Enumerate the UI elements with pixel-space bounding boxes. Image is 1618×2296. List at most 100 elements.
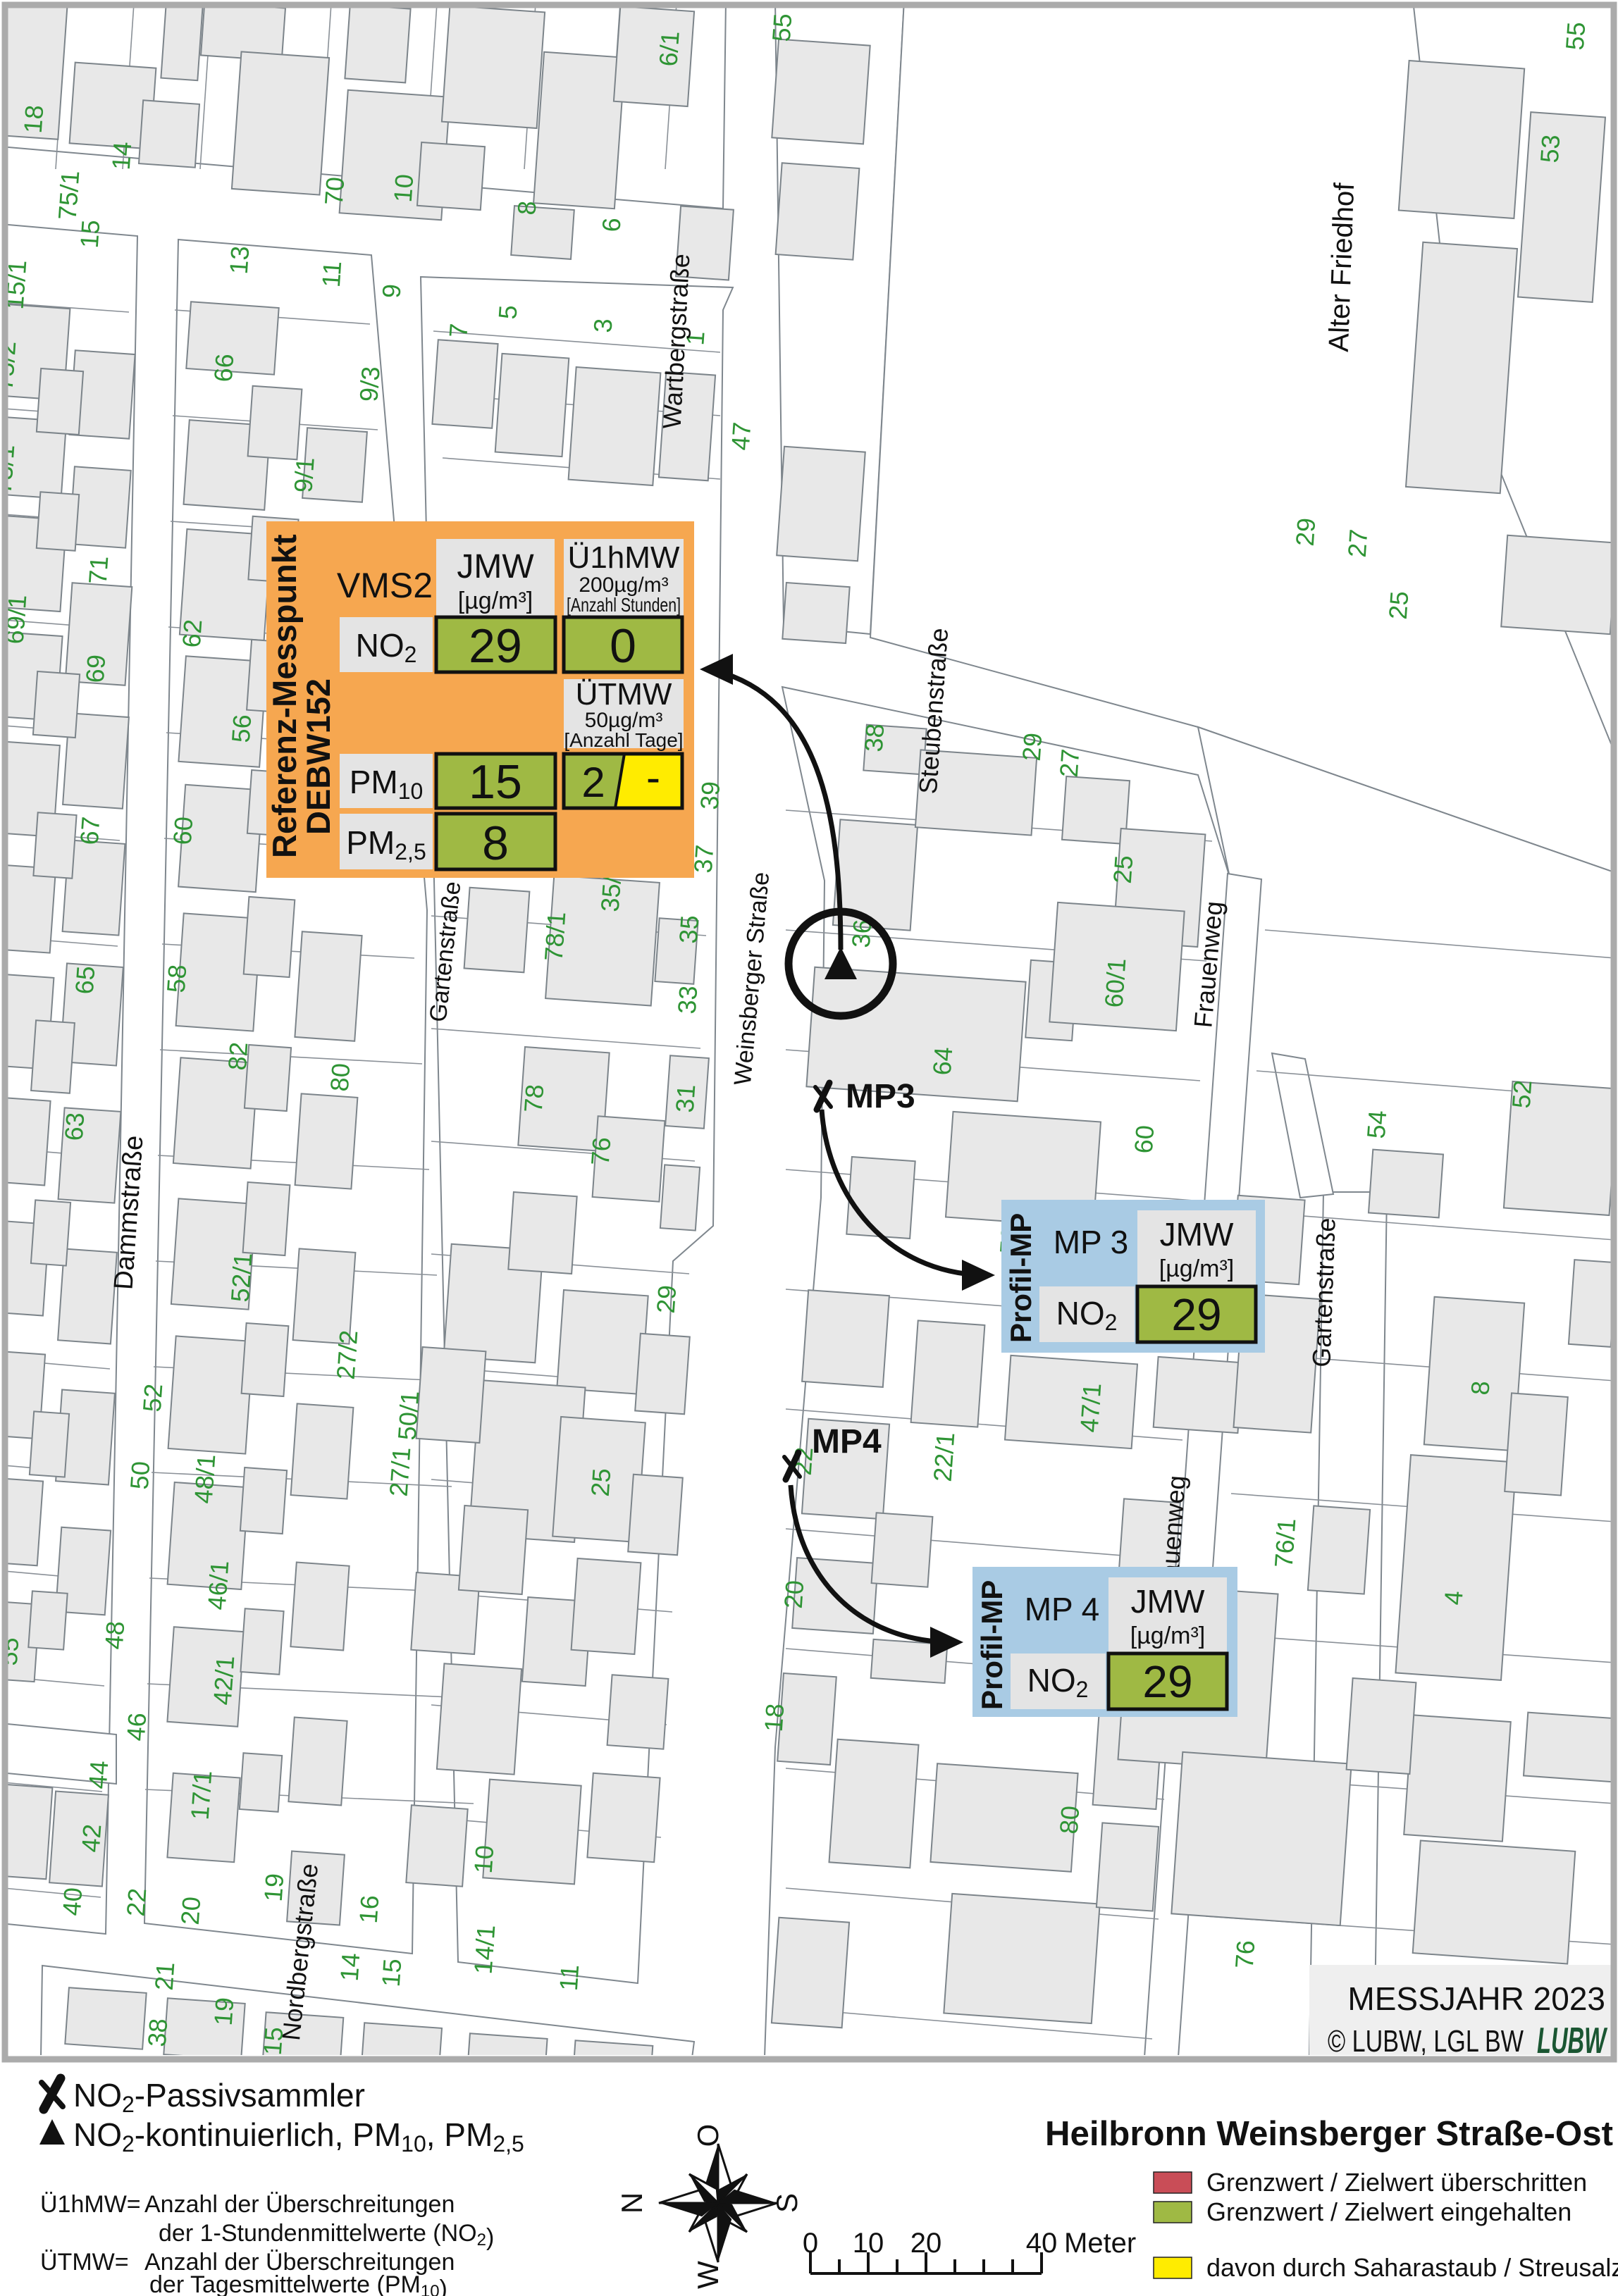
svg-text:60: 60: [168, 816, 199, 846]
svg-text:6/1: 6/1: [653, 30, 684, 68]
svg-text:69: 69: [80, 654, 111, 684]
svg-text:52/1: 52/1: [226, 1252, 258, 1303]
svg-text:29: 29: [1171, 1289, 1221, 1340]
svg-text:42/1: 42/1: [208, 1655, 240, 1706]
svg-text:Heilbronn Weinsberger Straße-O: Heilbronn Weinsberger Straße-Ost: [1045, 2115, 1613, 2153]
svg-text:© LUBW, LGL BW: © LUBW, LGL BW: [1328, 2024, 1524, 2059]
svg-text:70: 70: [319, 176, 350, 206]
svg-text:21: 21: [149, 1961, 180, 1992]
svg-text:25: 25: [1383, 590, 1414, 621]
svg-text:15: 15: [469, 755, 522, 809]
svg-text:N: N: [615, 2192, 648, 2214]
svg-text:75/1: 75/1: [53, 170, 85, 221]
svg-text:19: 19: [259, 1873, 290, 1903]
svg-text:29: 29: [651, 1284, 682, 1315]
svg-text:JMW: JMW: [1160, 1216, 1234, 1253]
svg-text:MP4: MP4: [812, 1423, 882, 1460]
svg-text:MESSJAHR 2023: MESSJAHR 2023: [1347, 1980, 1605, 2017]
svg-text:10: 10: [388, 173, 419, 204]
svg-text:48: 48: [99, 1620, 130, 1651]
svg-text:29: 29: [1142, 1656, 1192, 1707]
svg-text:62: 62: [177, 619, 208, 649]
svg-text:18: 18: [18, 104, 49, 135]
svg-text:10: 10: [469, 1844, 500, 1875]
svg-text:27/2: 27/2: [331, 1329, 364, 1381]
svg-text:9: 9: [376, 283, 406, 299]
svg-text:38: 38: [142, 2018, 173, 2048]
svg-text:52: 52: [1507, 1079, 1538, 1110]
svg-text:33: 33: [672, 985, 703, 1015]
svg-text:39: 39: [695, 781, 726, 811]
svg-text:78: 78: [519, 1084, 550, 1114]
svg-text:55: 55: [767, 13, 798, 43]
svg-text:Gartenstraße: Gartenstraße: [1307, 1217, 1340, 1367]
svg-text:Anzahl der Überschreitungen: Anzahl der Überschreitungen: [144, 2191, 455, 2218]
svg-text:LUBW: LUBW: [1537, 2021, 1607, 2061]
svg-text:76: 76: [586, 1136, 617, 1167]
svg-text:78/1: 78/1: [539, 911, 572, 962]
svg-text:73/1: 73/1: [0, 444, 20, 495]
svg-text:50/1: 50/1: [393, 1390, 425, 1441]
svg-text:8: 8: [482, 817, 509, 870]
svg-text:4: 4: [1438, 1590, 1468, 1606]
svg-text:S: S: [770, 2193, 803, 2213]
svg-text:NO2: NO2: [1027, 1662, 1089, 1702]
svg-text:40: 40: [1026, 2228, 1058, 2259]
svg-text:Anzahl der Überschreitungen: Anzahl der Überschreitungen: [144, 2249, 455, 2276]
svg-text:VMS2: VMS2: [337, 566, 433, 605]
svg-text:80: 80: [1054, 1805, 1085, 1835]
svg-text:Alter Friedhof: Alter Friedhof: [1323, 182, 1360, 352]
svg-text:Profil-MP: Profil-MP: [975, 1580, 1008, 1710]
svg-text:2: 2: [581, 759, 605, 806]
svg-text:MP 3: MP 3: [1054, 1224, 1129, 1260]
svg-text:54: 54: [1361, 1110, 1392, 1140]
svg-text:Grenzwert / Zielwert eingehalt: Grenzwert / Zielwert eingehalten: [1206, 2197, 1571, 2226]
svg-text:1: 1: [680, 330, 710, 347]
svg-text:64: 64: [927, 1046, 958, 1076]
svg-text:44: 44: [83, 1760, 114, 1790]
svg-text:60/1: 60/1: [1099, 957, 1132, 1009]
svg-text:52: 52: [137, 1383, 168, 1413]
svg-text:20: 20: [175, 1896, 206, 1926]
svg-text:15: 15: [376, 1958, 407, 1988]
svg-text:47/1: 47/1: [1075, 1382, 1107, 1434]
svg-text:71: 71: [83, 555, 114, 585]
svg-text:27: 27: [1054, 748, 1085, 778]
svg-text:25: 25: [1108, 855, 1139, 885]
svg-text:56: 56: [226, 714, 257, 744]
svg-text:[µg/m³]: [µg/m³]: [1130, 1622, 1205, 1649]
svg-text:8: 8: [1465, 1380, 1495, 1396]
svg-text:14/1: 14/1: [469, 1924, 501, 1975]
svg-text:40: 40: [57, 1887, 88, 1917]
svg-text:48/1: 48/1: [189, 1453, 221, 1505]
svg-text:DEBW152: DEBW152: [299, 678, 337, 835]
svg-text:MP3: MP3: [846, 1078, 915, 1115]
svg-text:67: 67: [75, 816, 106, 846]
svg-text:20: 20: [779, 1580, 810, 1610]
svg-text:18: 18: [759, 1703, 790, 1733]
svg-text:14: 14: [106, 141, 137, 171]
svg-text:46: 46: [121, 1712, 152, 1742]
svg-text:53: 53: [1535, 134, 1566, 164]
svg-text:Ü1hMW=: Ü1hMW=: [40, 2191, 141, 2218]
svg-text:75/2: 75/2: [0, 340, 21, 392]
svg-text:[µg/m³]: [µg/m³]: [1159, 1255, 1234, 1282]
svg-text:29: 29: [1017, 732, 1048, 762]
svg-text:PM10: PM10: [350, 764, 424, 804]
svg-text:Referenz-Messpunkt: Referenz-Messpunkt: [266, 534, 303, 858]
svg-text:35: 35: [674, 914, 705, 945]
svg-text:27/1: 27/1: [384, 1446, 416, 1498]
svg-text:76: 76: [1230, 1940, 1261, 1970]
svg-text:69/1: 69/1: [0, 594, 32, 645]
svg-text:auenweg: auenweg: [1155, 1475, 1191, 1580]
svg-text:JMW: JMW: [457, 548, 534, 585]
svg-text:22: 22: [121, 1887, 152, 1918]
svg-text:8: 8: [512, 200, 541, 216]
svg-text:15: 15: [258, 2026, 289, 2056]
svg-text:9/3: 9/3: [354, 366, 385, 403]
svg-text:0: 0: [803, 2228, 818, 2259]
svg-text:200µg/m³: 200µg/m³: [579, 573, 668, 597]
svg-text:50µg/m³: 50µg/m³: [585, 709, 663, 732]
svg-text:15/1: 15/1: [0, 259, 32, 311]
svg-text:60: 60: [1129, 1124, 1160, 1155]
